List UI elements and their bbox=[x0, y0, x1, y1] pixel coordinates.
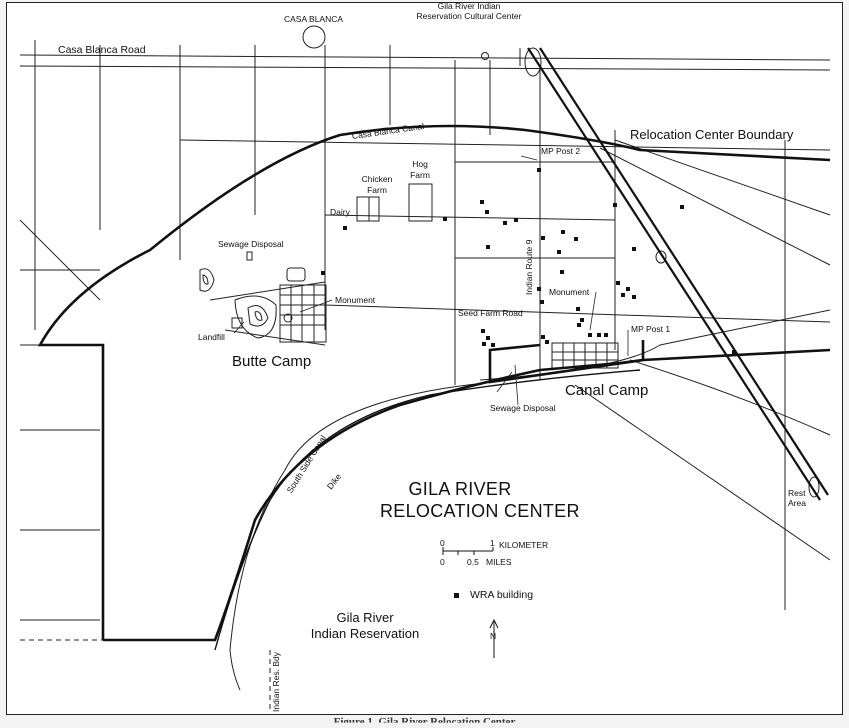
wra-building bbox=[632, 295, 636, 299]
wra-building bbox=[486, 245, 490, 249]
wra-building bbox=[616, 281, 620, 285]
wra-building bbox=[597, 333, 601, 337]
reservation-label-2: Indian Reservation bbox=[310, 626, 420, 641]
wra-building bbox=[626, 287, 630, 291]
indian-res-bdy-label: Indian Res. Bdy bbox=[271, 651, 281, 712]
boundary-label: Relocation Center Boundary bbox=[630, 127, 794, 142]
scale-km-label: KILOMETER bbox=[499, 540, 549, 550]
hog-farm-label-2: Farm bbox=[410, 170, 430, 180]
casa-blanca-circle bbox=[302, 25, 326, 49]
wra-building bbox=[541, 335, 545, 339]
wra-building bbox=[577, 323, 581, 327]
mp-post-1-label: MP Post 1 bbox=[631, 324, 671, 334]
wra-building bbox=[613, 203, 617, 207]
map-title-line-1: GILA RIVER bbox=[408, 479, 512, 499]
wra-building bbox=[343, 226, 347, 230]
wra-building bbox=[486, 336, 490, 340]
scale-mi-half: 0.5 bbox=[467, 557, 479, 567]
figure-caption: Figure 1. Gila River Relocation Center bbox=[333, 716, 516, 728]
wra-building bbox=[576, 307, 580, 311]
wra-building bbox=[537, 168, 541, 172]
casa-blanca-label: CASA BLANCA bbox=[284, 14, 344, 24]
monument-butte-label: Monument bbox=[335, 295, 376, 305]
cultural-center-label-1: Gila River Indian bbox=[437, 1, 501, 11]
wra-building bbox=[574, 237, 578, 241]
highway-line-2 bbox=[539, 47, 829, 496]
scale-km-zero: 0 bbox=[440, 538, 445, 548]
landfill-label: Landfill bbox=[198, 332, 225, 342]
wra-building bbox=[604, 333, 608, 337]
wra-building bbox=[540, 300, 544, 304]
map-title-line-2: RELOCATION CENTER bbox=[380, 501, 580, 521]
wra-building bbox=[491, 343, 495, 347]
wra-building bbox=[485, 210, 489, 214]
casa-blanca-road-label: Casa Blanca Road bbox=[58, 44, 146, 56]
wra-building bbox=[321, 271, 325, 275]
canal-camp-label: Canal Camp bbox=[565, 382, 649, 399]
wra-building bbox=[561, 230, 565, 234]
chicken-farm-label-2: Farm bbox=[367, 185, 387, 195]
wra-building bbox=[443, 217, 447, 221]
wra-building bbox=[580, 318, 584, 322]
wra-building bbox=[481, 329, 485, 333]
indian-route-9-label: Indian Route 9 bbox=[524, 239, 534, 295]
wra-building bbox=[632, 247, 636, 251]
wra-building bbox=[503, 221, 507, 225]
wra-building bbox=[560, 270, 564, 274]
rest-area-label-2: Area bbox=[788, 498, 806, 508]
north-label: N bbox=[490, 631, 497, 641]
reservation-label-1: Gila River bbox=[336, 610, 394, 625]
seed-farm-road bbox=[324, 304, 831, 323]
wra-building bbox=[557, 250, 561, 254]
wra-building bbox=[541, 236, 545, 240]
chicken-farm-label-1: Chicken bbox=[361, 174, 393, 184]
hog-farm-label-1: Hog bbox=[412, 159, 428, 169]
wra-building bbox=[732, 350, 736, 354]
map-frame bbox=[6, 2, 843, 715]
south-side-canal-line bbox=[214, 369, 641, 651]
road-parallel bbox=[19, 65, 831, 71]
dairy-label: Dairy bbox=[330, 207, 350, 217]
wra-building bbox=[537, 287, 541, 291]
scale-bar bbox=[442, 547, 494, 555]
monument-canal-label: Monument bbox=[549, 287, 590, 297]
butte-camp-label: Butte Camp bbox=[232, 353, 312, 370]
wra-building bbox=[482, 342, 486, 346]
mp-post-2-label: MP Post 2 bbox=[541, 146, 581, 156]
scale-mi-label: MILES bbox=[486, 557, 512, 567]
boundary-line-south bbox=[103, 348, 831, 642]
wra-buildings bbox=[321, 168, 736, 354]
sewage-disposal-canal-label: Sewage Disposal bbox=[490, 403, 556, 413]
scale-km-one: 1 bbox=[490, 538, 495, 548]
highway-line-1 bbox=[527, 47, 821, 501]
wra-building bbox=[480, 200, 484, 204]
scale-mi-zero: 0 bbox=[440, 557, 445, 567]
wra-building bbox=[514, 218, 518, 222]
north-arrow bbox=[489, 618, 499, 658]
boundary-line bbox=[37, 124, 831, 640]
wra-building bbox=[680, 205, 684, 209]
wra-building bbox=[621, 293, 625, 297]
legend-wra-building-label: WRA building bbox=[470, 589, 534, 601]
dike-line bbox=[229, 382, 486, 691]
wra-building bbox=[545, 340, 549, 344]
sewage-disposal-butte-label: Sewage Disposal bbox=[218, 239, 284, 249]
cultural-center-marker bbox=[481, 52, 489, 60]
seed-farm-road-label: Seed Farm Road bbox=[458, 308, 523, 318]
legend-swatch bbox=[454, 593, 459, 598]
casa-blanca-road bbox=[19, 54, 831, 61]
wra-building bbox=[588, 333, 592, 337]
cultural-center-label-2: Reservation Cultural Center bbox=[416, 11, 522, 21]
rest-area-label-1: Rest bbox=[788, 488, 806, 498]
